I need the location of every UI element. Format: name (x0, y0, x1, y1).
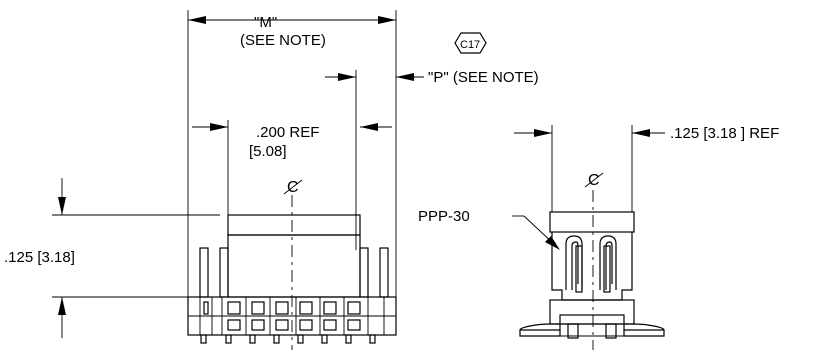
svg-text:C17: C17 (460, 39, 480, 51)
housing-body (227, 234, 361, 298)
height-125-label: .125 [3.18] (4, 249, 75, 266)
side-view: .125 [3.18 ] REF C PPP-30 (418, 125, 779, 350)
part-label: PPP-30 (418, 208, 470, 225)
side-flange-left (519, 323, 561, 331)
pin-left-outer (199, 247, 209, 298)
side-housing-body (551, 232, 633, 301)
ref-200-mm-label: [5.08] (249, 143, 287, 160)
housing-top (227, 214, 361, 236)
pin-right-outer (379, 247, 389, 298)
side-housing-top (549, 211, 635, 233)
ref-200-label: .200 REF (256, 124, 319, 141)
side-base (549, 299, 635, 325)
front-view: "M" (SEE NOTE) "P" (SEE NOTE) C17 .200 R… (4, 10, 539, 350)
m-note: (SEE NOTE) (240, 32, 326, 49)
right-ref-label: .125 [3.18 ] REF (670, 125, 779, 142)
m-label: "M" (254, 14, 277, 31)
revision-hexagon-icon: C17 (454, 32, 487, 54)
p-label: "P" (SEE NOTE) (428, 69, 539, 86)
side-flange-right (623, 323, 665, 331)
